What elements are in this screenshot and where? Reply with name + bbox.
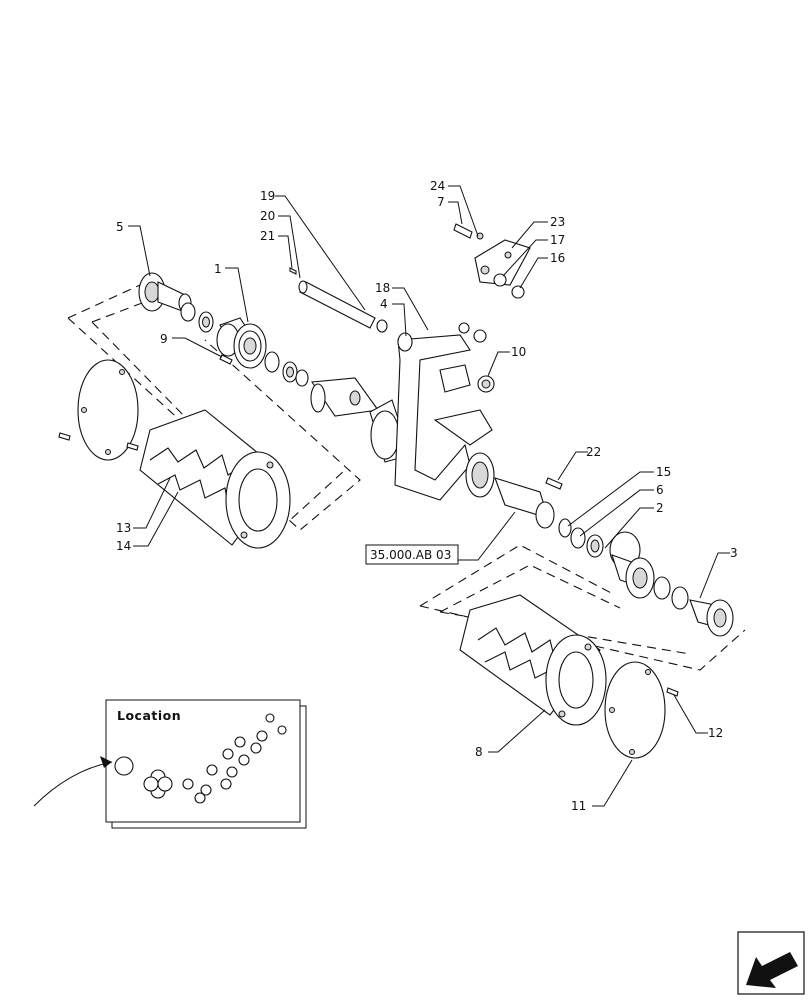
part-2-bearing-housing — [609, 531, 689, 610]
part-12-screw — [666, 687, 679, 697]
callout-12: 12 — [708, 726, 723, 740]
callout-4: 4 — [380, 297, 388, 311]
part-3-flange-hub — [689, 599, 734, 637]
callout-24: 24 — [430, 179, 445, 193]
part-11-cover-disc-left — [77, 359, 139, 461]
curved-arrow-icon — [33, 761, 113, 807]
callout-17: 17 — [550, 233, 565, 247]
part-23-bracket-plate — [474, 239, 531, 299]
part-11-cover-disc-right — [604, 661, 666, 759]
right-tube — [465, 452, 555, 529]
callout-9: 9 — [160, 332, 168, 346]
callout-7: 7 — [437, 195, 445, 209]
washers-left — [180, 302, 214, 333]
leader-lines — [128, 185, 730, 807]
part-1-bearing-housing — [216, 317, 267, 369]
callout-3: 3 — [730, 546, 738, 560]
arrow-head — [100, 756, 112, 768]
part-13-auger-drum-left — [139, 409, 291, 549]
callout-15: 15 — [656, 465, 671, 479]
callout-20: 20 — [260, 209, 275, 223]
location-inset: Location — [33, 699, 307, 829]
callout-2: 2 — [656, 501, 664, 515]
callout-labels: 5 1 9 19 20 21 18 4 10 24 7 23 17 16 22 … — [116, 179, 738, 813]
part-4-yoke-arm — [394, 332, 493, 501]
callout-8: 8 — [475, 745, 483, 759]
part-22-screw — [545, 477, 563, 490]
callout-5: 5 — [116, 220, 124, 234]
part-9-screw — [219, 354, 233, 365]
callout-6: 6 — [656, 483, 664, 497]
callout-11: 11 — [571, 799, 586, 813]
screws-left-disc — [58, 432, 139, 451]
location-dots — [114, 713, 287, 804]
callout-18: 18 — [375, 281, 390, 295]
callout-23: 23 — [550, 215, 565, 229]
callout-13: 13 — [116, 521, 131, 535]
callout-19: 19 — [260, 189, 275, 203]
washers-right — [558, 518, 604, 558]
washers-middle-left — [264, 351, 309, 387]
part-5-flange-hub — [138, 272, 192, 313]
part-7-bolt — [453, 223, 484, 240]
part-8-auger-drum-right — [459, 594, 607, 726]
callout-21: 21 — [260, 229, 275, 243]
location-title: Location — [117, 708, 181, 723]
callout-10: 10 — [511, 345, 526, 359]
reference-label[interactable]: 35.000.AB 03 — [370, 548, 451, 562]
clover-icon — [143, 769, 173, 799]
callout-16: 16 — [550, 251, 565, 265]
arrow-left-icon[interactable] — [746, 952, 798, 988]
part-19-pin — [298, 280, 388, 333]
nav-arrow-button[interactable] — [737, 931, 805, 995]
callout-14: 14 — [116, 539, 131, 553]
part-21-screw — [289, 267, 297, 275]
callout-1: 1 — [214, 262, 222, 276]
callout-22: 22 — [586, 445, 601, 459]
reference-link[interactable]: 35.000.AB 03 — [365, 544, 459, 565]
bushings-near-18 — [458, 322, 495, 393]
